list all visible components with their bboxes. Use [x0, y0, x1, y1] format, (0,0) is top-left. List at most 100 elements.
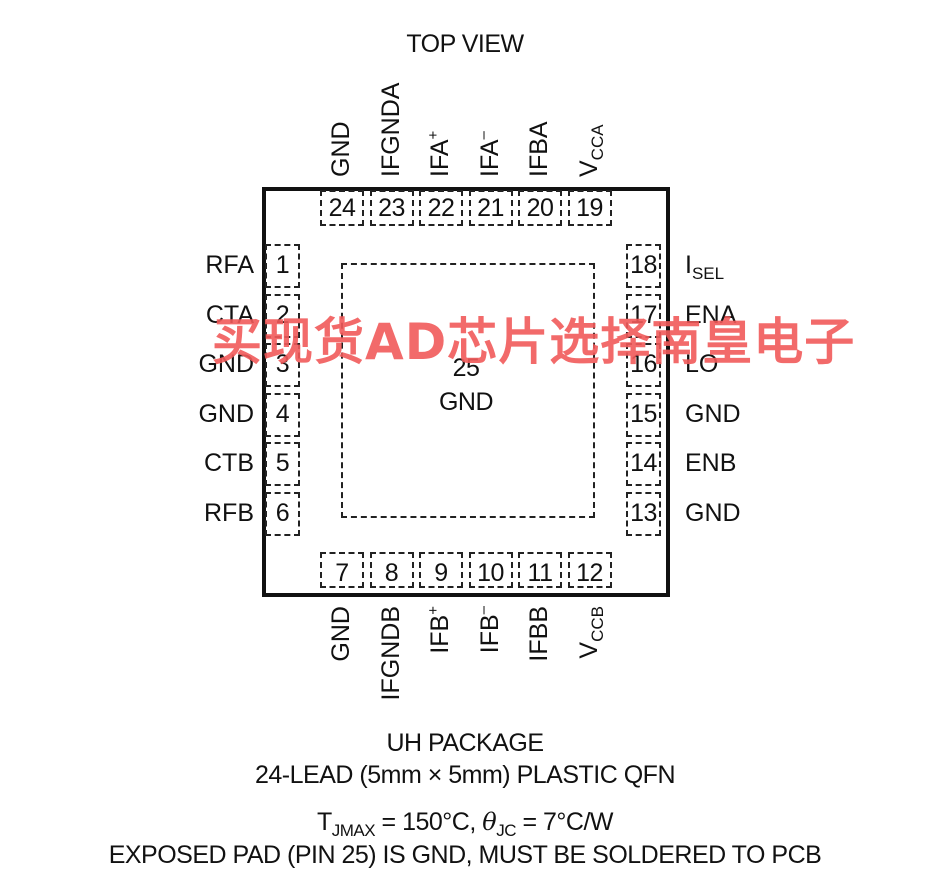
pin-label: GND [327, 121, 355, 177]
pin-label: CTA [134, 300, 254, 329]
pin-pad-right [626, 293, 661, 338]
pin-label-text: LO [685, 350, 719, 378]
pin-label: IFBB [525, 606, 553, 662]
pin-label-text: IFGNDB [376, 606, 405, 701]
pin-number: 24 [328, 194, 356, 222]
pin-number: 19 [576, 194, 603, 222]
pin-number: 11 [527, 559, 553, 587]
pin-number: 4 [275, 399, 290, 428]
pin-label: RFA [134, 253, 254, 278]
pin-number: 21 [477, 194, 504, 222]
pin-pad-left [265, 442, 300, 486]
pin-number: 20 [526, 194, 554, 222]
pin-number: 2 [275, 300, 290, 329]
pin-label: GND [685, 399, 741, 428]
pin-label: RFB [134, 498, 254, 527]
watermark-text: 买现货AD芯片选择南皇电子 [212, 313, 856, 371]
pin-label-text: V [574, 160, 603, 177]
pin-pad-top [320, 190, 364, 226]
pin-pad-bottom [369, 552, 414, 588]
pin-number: 15 [630, 399, 657, 428]
pin-label: ENA [685, 300, 737, 329]
theta-subscript: JC [496, 821, 516, 840]
pin-pad-bottom [320, 552, 364, 588]
pin-number: 17 [630, 300, 657, 329]
pin-label: GND [685, 498, 741, 527]
pin-label: VCCB [575, 606, 607, 659]
pin-pad-left [265, 244, 300, 288]
pin-pad-bottom [468, 552, 513, 588]
pin-label: GND [327, 606, 355, 662]
exposed-pad-number: 25 [452, 354, 480, 382]
pin-number: 13 [630, 498, 657, 527]
pin-label-superscript: – [474, 131, 492, 140]
pin-number: 23 [378, 194, 405, 222]
pin-number: 1 [275, 251, 290, 279]
pin-pad-right [626, 244, 661, 288]
pin-label-superscript: + [425, 606, 442, 615]
pin-label: IFB+ [425, 606, 454, 654]
pin-label: IFA+ [425, 131, 454, 177]
tj-value: = 150°C, [375, 808, 483, 836]
theta-symbol: θ [482, 808, 497, 836]
pin-pad-right [626, 392, 661, 437]
exposed-pad-note: EXPOSED PAD (PIN 25) IS GND, MUST BE SOL… [108, 841, 822, 869]
pin-pad-left [265, 293, 300, 338]
package-outline [262, 187, 670, 597]
pin-pad-top [419, 190, 463, 226]
theta-value: = 7°C/W [516, 808, 613, 836]
pin-label-text: ENB [685, 449, 737, 477]
pin-pad-right [626, 442, 661, 486]
pin-pad-right [626, 343, 661, 387]
pin-pad-left [265, 392, 300, 437]
pin-number: 12 [576, 559, 603, 587]
pin-number: 7 [335, 559, 349, 587]
pin-pad-left [265, 491, 300, 536]
pin-label-text: GND [685, 498, 741, 527]
pin-label-text: GND [327, 606, 355, 662]
pin-label-subscript: CCB [587, 606, 607, 642]
pin-number: 3 [275, 350, 290, 378]
pin-label-text: CTB [204, 449, 254, 477]
pin-label-text: RFB [204, 498, 254, 527]
pin-pad-top [468, 190, 513, 226]
pin-label: LO [685, 352, 718, 377]
pin-label: IFBA [525, 121, 553, 177]
pin-number: 18 [630, 251, 657, 279]
pin-label-text: IFGNDA [376, 82, 405, 177]
pin-pad-bottom [518, 552, 562, 588]
pin-number: 10 [477, 559, 504, 587]
pin-pad-left [265, 343, 300, 387]
pin-label: IFGNDA [376, 82, 405, 177]
pin-label: IFGNDB [376, 606, 405, 701]
pin-number: 9 [434, 559, 448, 587]
exposed-pad-name: GND [438, 388, 494, 416]
pin-label: GND [134, 352, 254, 377]
exposed-pad [341, 263, 595, 518]
thermal-spec: TJMAX = 150°C, θJC = 7°C/W [0, 808, 930, 840]
pin-label: ISEL [685, 251, 724, 283]
pin-number: 5 [275, 449, 290, 477]
pin-label-text: IFB [475, 614, 504, 654]
pin-number: 16 [630, 350, 657, 378]
diagram-title: TOP VIEW [406, 30, 524, 58]
pin-label-text: GND [327, 121, 355, 177]
pin-pad-right [626, 491, 661, 536]
pin-label: ENB [685, 451, 736, 476]
pin-number: 14 [630, 449, 657, 477]
pin-label-text: I [685, 251, 692, 279]
pin-label-text: IFA [475, 139, 504, 177]
pin-number: 8 [384, 559, 399, 587]
pin-pad-top [567, 190, 612, 226]
pin-label-text: IFBA [525, 121, 553, 177]
pin-label-text: GND [198, 350, 254, 378]
package-description: 24-LEAD (5mm × 5mm) PLASTIC QFN [255, 761, 676, 789]
pin-number: 22 [427, 194, 455, 222]
pin-label-text: CTA [205, 300, 254, 329]
pin-label-text: IFB [426, 614, 454, 654]
tj-subscript: JMAX [331, 821, 376, 840]
pin-label-text: GND [685, 399, 741, 428]
pin-label: VCCA [574, 124, 607, 177]
tj-symbol: T [316, 808, 332, 836]
pin-label-text: ENA [685, 300, 737, 329]
